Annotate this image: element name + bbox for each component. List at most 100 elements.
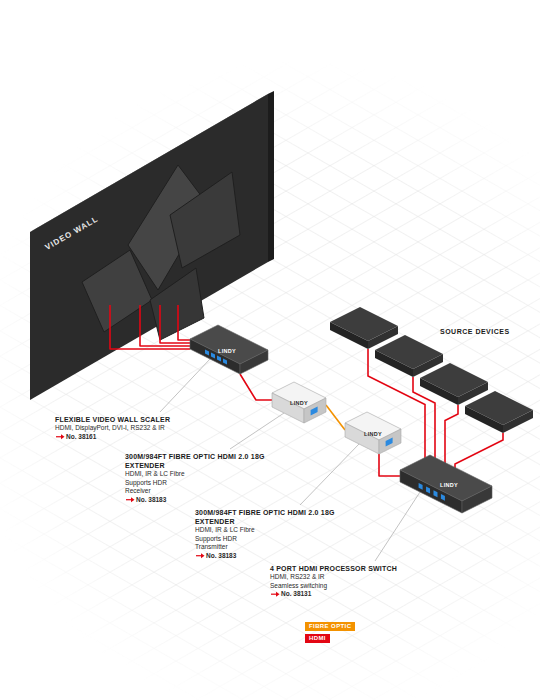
product-name: 300M/984FT FIBRE OPTIC HDMI 2.0 18G EXTE… (195, 508, 335, 526)
product-number: No. 38183 (195, 552, 335, 560)
port (217, 356, 221, 362)
fibre-cable (326, 405, 345, 430)
hdmi-cable (240, 374, 272, 400)
port (441, 494, 445, 501)
video-wall-scaler: LINDY (190, 325, 268, 374)
legend-swatch: FIBRE OPTIC (305, 622, 355, 631)
product-spec: Supports HDR (125, 479, 265, 487)
hdmi-cable (140, 305, 190, 346)
brand-logo: LINDY (218, 349, 236, 355)
fibre-transmitter: LINDY (345, 412, 401, 454)
screen-panel (82, 250, 152, 332)
hdmi-cable (160, 305, 190, 343)
number-arrow (56, 434, 65, 439)
port (386, 437, 393, 446)
hdmi-cable (455, 433, 503, 475)
legend-swatch: HDMI (305, 634, 330, 643)
source-device (330, 322, 368, 349)
legend-text: HDMI (309, 635, 326, 642)
port (223, 359, 227, 365)
product-spec: Transmitter (195, 543, 335, 551)
port (205, 350, 209, 356)
port (419, 483, 423, 490)
arrow-shaft (56, 436, 61, 437)
fibre-receiver: LINDY (272, 382, 326, 423)
product-number: No. 38183 (125, 496, 265, 504)
port (426, 487, 430, 494)
port (311, 406, 318, 415)
leader-line (375, 492, 420, 561)
product-spec: HDMI, IR & LC Fibre (195, 526, 335, 534)
product-caption: 300M/984FT FIBRE OPTIC HDMI 2.0 18G EXTE… (195, 508, 335, 560)
wall-side (268, 91, 274, 262)
hdmi-cable (379, 454, 400, 476)
device-front (400, 470, 462, 513)
source-cables (368, 349, 503, 475)
source-device (420, 378, 458, 405)
arrow-shaft (271, 594, 276, 595)
brand-logo: LINDY (364, 432, 382, 438)
product-spec: Receiver (125, 487, 265, 495)
arrow-head (276, 592, 280, 597)
source-device (375, 350, 413, 377)
device-front (190, 339, 240, 374)
screen-panel (170, 172, 240, 268)
wall-label: VIDEO WALL (44, 215, 100, 252)
legend: FIBRE OPTIC HDMI (305, 622, 355, 646)
product-spec: Supports HDR (195, 535, 335, 543)
hdmi-switch: LINDY (400, 455, 492, 513)
product-caption: FLEXIBLE VIDEO WALL SCALERHDMI, DisplayP… (55, 415, 205, 441)
video-wall-illustration (30, 91, 274, 400)
screen-panel (150, 268, 204, 340)
wall-face (30, 94, 268, 400)
group-heading-block: SOURCE DEVICES (440, 327, 535, 336)
device-front (345, 423, 379, 454)
legend-text: FIBRE OPTIC (309, 623, 351, 630)
port (211, 353, 215, 359)
product-caption: 4 PORT HDMI PROCESSOR SWITCHHDMI, RS232 … (270, 564, 420, 598)
source-device (465, 406, 503, 433)
product-spec: HDMI, DisplayPort, DVI-I, RS232 & IR (55, 424, 205, 432)
hdmi-cable (110, 305, 190, 349)
number-arrow (126, 497, 135, 502)
arrow-head (61, 434, 65, 439)
device-front (272, 393, 304, 423)
number-arrow (271, 592, 280, 597)
device-side (240, 350, 268, 374)
product-spec: Seamless switching (270, 582, 420, 590)
device-side (379, 429, 401, 454)
brand-logo: LINDY (290, 401, 308, 407)
leader-line (230, 413, 284, 449)
arrow-shaft (196, 555, 201, 556)
brand-logo: LINDY (440, 483, 458, 489)
group-heading: SOURCE DEVICES (440, 327, 535, 336)
source-devices-illustration (330, 307, 533, 433)
arrow-head (131, 497, 135, 502)
product-name: FLEXIBLE VIDEO WALL SCALER (55, 415, 205, 424)
arrow-shaft (126, 499, 131, 500)
port (433, 490, 437, 497)
hdmi-cable (368, 349, 425, 475)
leader-line (160, 359, 210, 412)
number-arrow (196, 553, 205, 558)
product-caption: 300M/984FT FIBRE OPTIC HDMI 2.0 18G EXTE… (125, 452, 265, 504)
arrow-head (201, 553, 205, 558)
product-name: 300M/984FT FIBRE OPTIC HDMI 2.0 18G EXTE… (125, 452, 265, 470)
source-device (503, 410, 533, 433)
leader-line (300, 444, 359, 505)
hdmi-cable (178, 305, 190, 340)
product-spec: HDMI, IR & LC Fibre (125, 470, 265, 478)
device-side (462, 486, 492, 513)
product-name: 4 PORT HDMI PROCESSOR SWITCH (270, 564, 420, 573)
product-number: No. 38131 (270, 590, 420, 598)
video-wall: VIDEO WALL (40, 140, 255, 305)
product-number: No. 38161 (55, 433, 205, 441)
product-spec: HDMI, RS232 & IR (270, 573, 420, 581)
connectors (110, 305, 400, 476)
